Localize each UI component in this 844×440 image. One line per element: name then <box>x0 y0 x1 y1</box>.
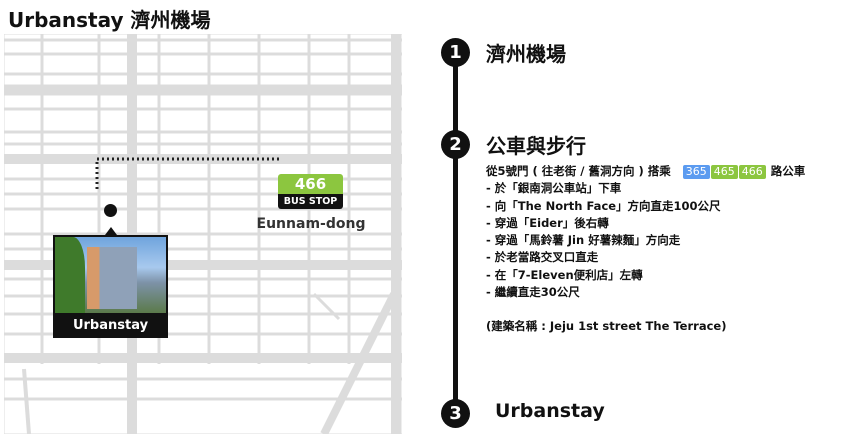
bus-stop-marker[interactable]: 466 BUS STOP Eunnam-dong <box>257 174 365 232</box>
map <box>4 34 402 434</box>
route-badge: 365 <box>682 165 710 179</box>
timeline-line <box>453 50 458 415</box>
route-badge: 465 <box>710 165 738 179</box>
building-name: (建築名稱 : Jeju 1st street The Terrace) <box>486 319 727 334</box>
page-title: Urbanstay 濟州機場 <box>8 8 211 32</box>
direction-item: - 在「7-Eleven便利店」左轉 <box>486 267 643 282</box>
bus-stop-name: Eunnam-dong <box>256 216 366 232</box>
direction-item: - 繼續直走30公尺 <box>486 285 580 300</box>
hotel-card[interactable]: Urbanstay <box>53 235 168 338</box>
direction-item: - 穿過「馬鈴薯 Jin 好薯辣麵」方向走 <box>486 233 681 248</box>
location-pin-icon <box>104 204 117 217</box>
pointer-icon <box>105 227 117 235</box>
route-badge: 466 <box>738 165 766 179</box>
direction-item: - 於「銀南洞公車站」下車 <box>486 181 622 196</box>
walking-route <box>95 157 280 189</box>
hotel-label: Urbanstay <box>72 318 149 333</box>
direction-item: - 穿過「Eider」後右轉 <box>486 215 609 230</box>
direction-item: - 於老當路交叉口直走 <box>486 250 599 265</box>
step-3-title: Urbanstay <box>495 400 605 422</box>
bus-number: 466 <box>278 174 343 194</box>
bus-line-suffix: 路公車 <box>770 164 806 178</box>
hotel-photo <box>55 237 166 313</box>
step-2-number: 2 <box>441 130 470 159</box>
bus-stop-label: BUS STOP <box>278 194 343 209</box>
step-1-title: 濟州機場 <box>486 42 566 66</box>
step-3-number: 3 <box>441 399 470 428</box>
direction-item: - 向「The North Face」方向直走100公尺 <box>486 198 721 213</box>
step-1-number: 1 <box>441 38 470 67</box>
bus-line-prefix: 從5號門 ( 往老街 / 舊洞方向 ) 搭乘 <box>486 164 671 178</box>
step-2-title: 公車與步行 <box>486 134 586 158</box>
